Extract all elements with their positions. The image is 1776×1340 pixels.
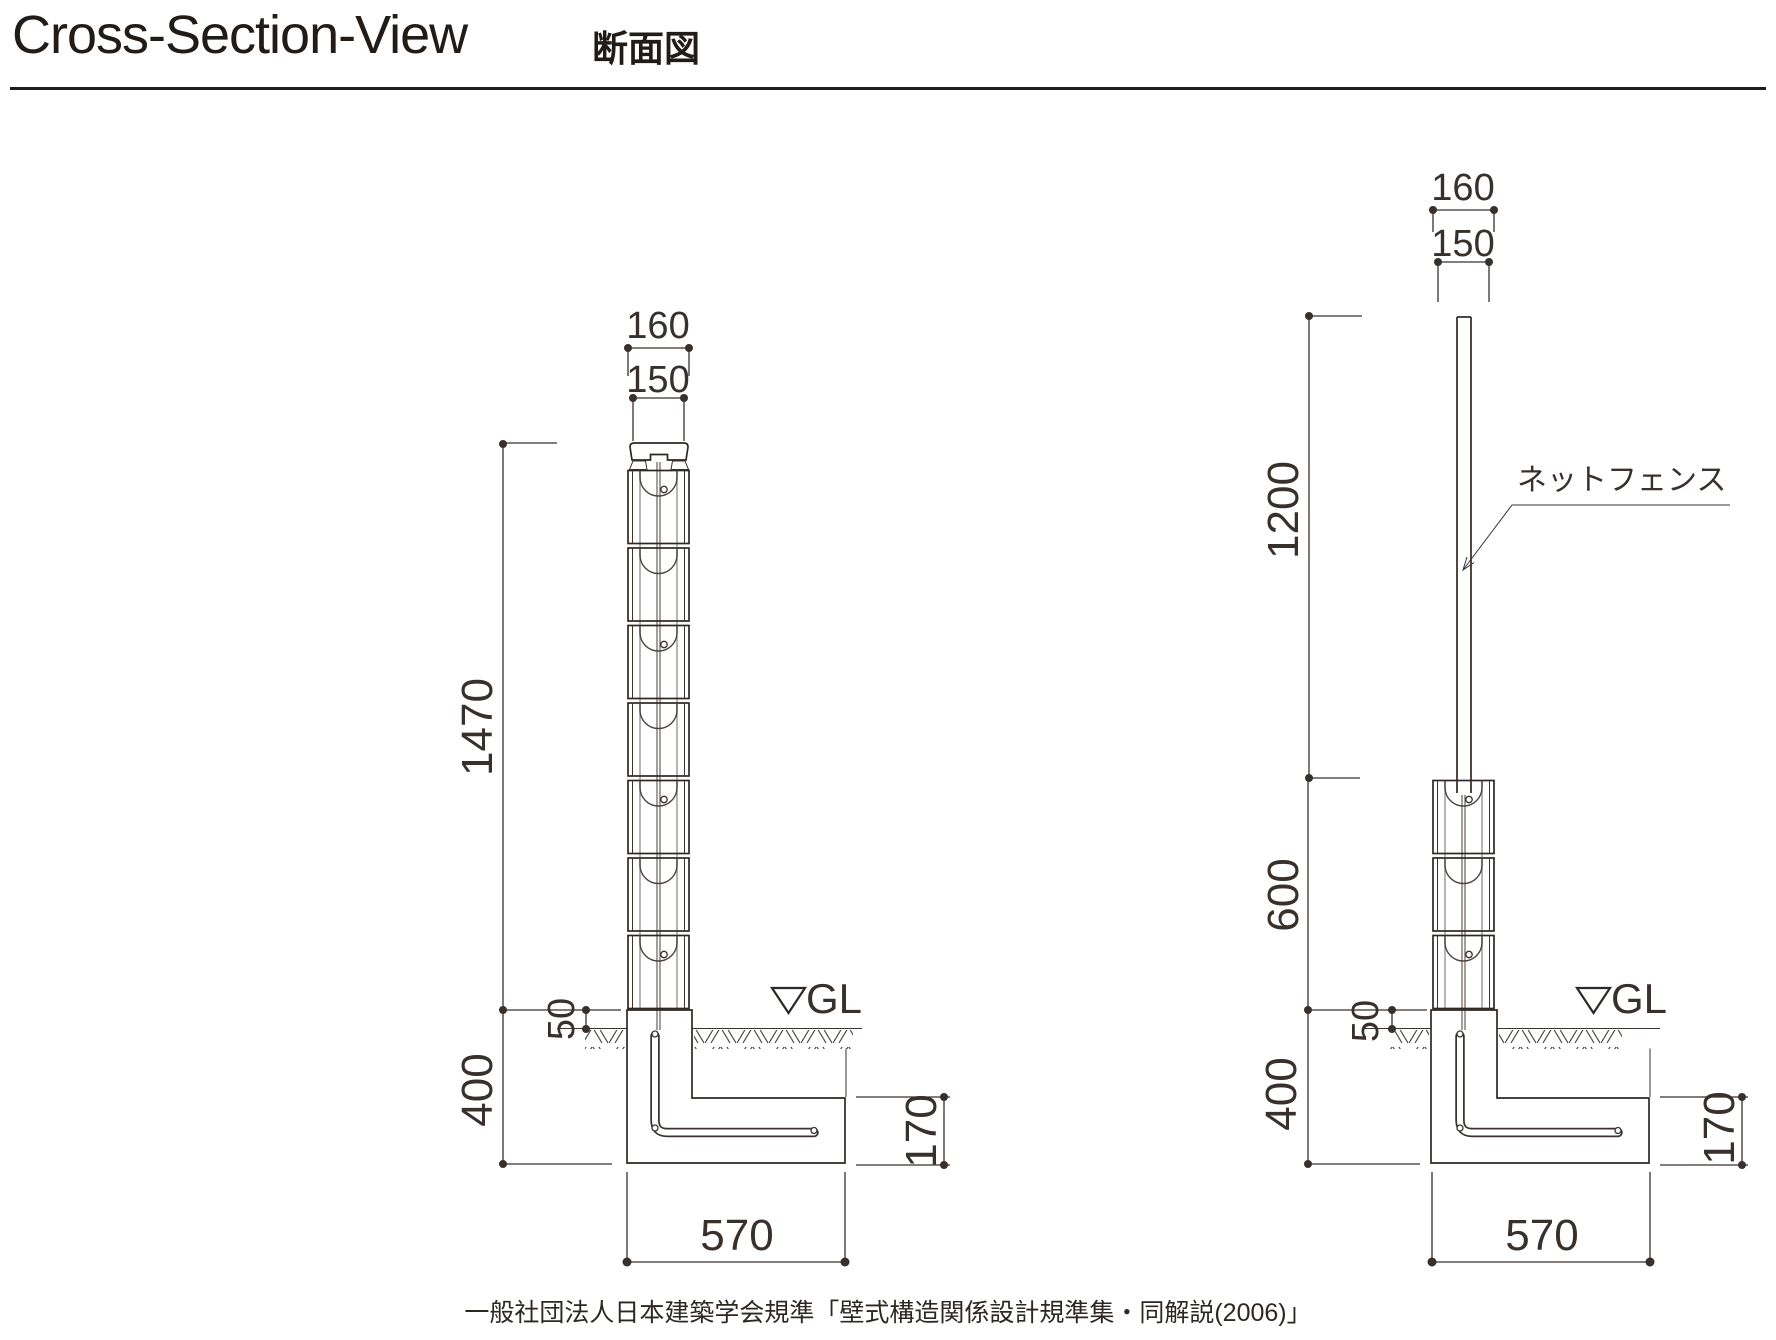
right-ground-line — [1362, 1028, 1660, 1097]
source-caption: 一般社団法人日本建築学会規準「壁式構造関係設計規準集・同解説(2006)」 — [464, 1299, 1312, 1327]
left-ground-line — [557, 1028, 862, 1097]
dim-label-400: 400 — [1257, 1057, 1306, 1130]
fence-label-callout: ネットフェンス — [1462, 464, 1730, 572]
gl-triangle-icon — [769, 986, 808, 1015]
rebar-hook — [660, 795, 668, 804]
rebar-hook — [651, 1124, 659, 1132]
dim-label-1200: 1200 — [1259, 461, 1308, 559]
rebar-hook — [1465, 795, 1473, 804]
right-dim-embed: 50 — [1308, 1000, 1427, 1042]
right-dim-block-outer: 160 — [1429, 167, 1498, 232]
right-gl-marker: GL — [1574, 975, 1667, 1022]
left-foundation — [626, 1009, 846, 1164]
left-dim-block-outer: 160 — [624, 305, 693, 376]
page-title-japanese: 断面図 — [592, 28, 701, 69]
leader-arrow-icon — [1462, 556, 1475, 572]
left-dim-foundation-depth: 400 — [453, 1010, 612, 1168]
ground-hatch — [585, 1030, 625, 1049]
right-dim-block-inner: 150 — [1431, 223, 1495, 302]
foundation-rebar — [1455, 1031, 1623, 1138]
left-gl-marker: GL — [769, 975, 862, 1022]
right-section-drawing: 160 150 1200 600 — [1257, 167, 1748, 1267]
dim-label-570: 570 — [700, 1211, 773, 1260]
left-section-drawing: 160 150 1470 400 — [453, 305, 950, 1267]
right-dim-foundation-depth: 400 — [1257, 1010, 1420, 1168]
dim-label-170: 170 — [1695, 1091, 1744, 1164]
rebar-hook — [660, 950, 668, 959]
fence-post — [1456, 316, 1472, 793]
right-dim-fence-height: 1200 — [1259, 312, 1362, 782]
rebar-hook — [660, 640, 668, 649]
right-dim-wall-height: 600 — [1259, 778, 1312, 1014]
rebar-hook — [651, 1030, 659, 1038]
dim-label-150: 150 — [626, 359, 689, 401]
right-dim-footing-thickness: 170 — [1660, 1091, 1748, 1169]
dim-label-170: 170 — [897, 1094, 946, 1167]
right-wall-internals — [1444, 780, 1483, 1030]
left-cap-block — [628, 442, 690, 470]
rebar-hook — [660, 485, 668, 494]
leader-line — [1462, 504, 1730, 571]
left-block-wall — [627, 469, 690, 1010]
ground-hatch — [1499, 1030, 1622, 1049]
gl-label: GL — [806, 975, 862, 1022]
fence-label: ネットフェンス — [1517, 464, 1726, 497]
rebar-hook — [1456, 1124, 1464, 1132]
left-dim-footing-thickness: 170 — [856, 1093, 950, 1169]
dim-label-50: 50 — [541, 998, 583, 1040]
dim-label-570: 570 — [1505, 1211, 1578, 1260]
dim-label-150: 150 — [1431, 223, 1494, 265]
foundation-rebar — [650, 1031, 819, 1138]
ground-hatch — [694, 1030, 853, 1049]
page-title: Cross-Section-View — [12, 5, 468, 65]
right-foundation — [1430, 1009, 1650, 1164]
rebar-hook — [1456, 1030, 1464, 1038]
dim-label-160: 160 — [1431, 167, 1494, 209]
rebar-hook — [1614, 1126, 1622, 1135]
rebar-hook — [1465, 950, 1473, 959]
left-dim-footing-width: 570 — [622, 1172, 850, 1267]
header-divider — [10, 87, 1766, 90]
left-dim-block-inner: 150 — [626, 359, 690, 441]
right-dim-footing-width: 570 — [1427, 1172, 1655, 1267]
left-dim-wall-height: 1470 — [453, 440, 557, 1014]
dim-label-1470: 1470 — [453, 678, 502, 776]
right-block-wall — [1432, 779, 1495, 1010]
dim-label-50: 50 — [1345, 1000, 1387, 1042]
gl-label: GL — [1611, 975, 1667, 1022]
rebar-hook — [810, 1126, 818, 1135]
gl-triangle-icon — [1574, 986, 1613, 1015]
dim-label-160: 160 — [626, 305, 689, 347]
dim-label-400: 400 — [453, 1053, 502, 1126]
left-dim-embed: 50 — [503, 998, 621, 1040]
dim-label-600: 600 — [1259, 858, 1308, 931]
ground-hatch — [1390, 1030, 1429, 1049]
